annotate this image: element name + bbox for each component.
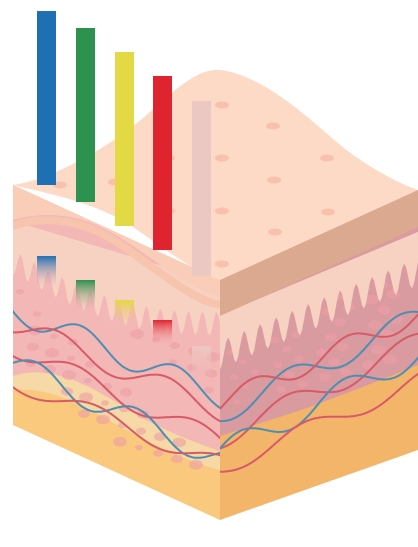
dermis-dot: [371, 345, 385, 355]
dermis-dot: [282, 346, 292, 353]
dermis-dot: [27, 343, 39, 351]
dermis-dot: [337, 343, 349, 351]
pale-light-penetration: [192, 346, 211, 380]
pore: [215, 261, 229, 268]
dermis-dot: [386, 290, 400, 300]
dermis-dot: [50, 333, 58, 339]
dermis-dot: [377, 305, 391, 315]
dermis-dot: [135, 445, 143, 451]
green-light-beam: [76, 28, 95, 202]
pore: [321, 209, 335, 216]
green-light-penetration: [76, 280, 95, 312]
dermis-dot: [383, 355, 397, 365]
red-light-beam: [153, 76, 172, 250]
dermis-dot: [230, 374, 238, 380]
dermis-dot: [270, 336, 280, 343]
dermis-dot: [380, 330, 394, 340]
dermis-dot: [189, 460, 203, 470]
dermis-dot: [101, 400, 109, 406]
dermis-dot: [239, 359, 247, 365]
dermis-dot: [233, 399, 241, 405]
dermis-dot: [84, 378, 92, 384]
dermis-dot: [273, 361, 283, 368]
dermis-dot: [319, 373, 331, 381]
dermis-dot: [276, 386, 286, 393]
blue-light-beam: [37, 11, 56, 185]
dermis-dot: [294, 356, 304, 363]
red-light-penetration: [153, 320, 172, 346]
dermis-dot: [120, 388, 132, 396]
pale-light-beam: [192, 101, 211, 276]
pore: [266, 123, 280, 130]
dermis-dot: [251, 369, 259, 375]
dermis-dot: [67, 356, 75, 362]
dermis-dot: [45, 348, 59, 358]
pore: [320, 155, 334, 162]
dermis-dot: [33, 311, 41, 317]
dermis-dot: [340, 368, 352, 376]
pore: [215, 208, 229, 215]
dermis-dot: [96, 415, 110, 425]
blue-light-penetration: [37, 256, 56, 288]
dermis-dot: [297, 381, 307, 388]
pore: [267, 177, 281, 184]
dermis-dot: [62, 370, 76, 380]
dermis-dot: [113, 437, 127, 447]
dermis-dot: [328, 358, 340, 366]
dermis-dot: [334, 318, 346, 326]
dermis-dot: [325, 333, 337, 341]
dermis-dot: [368, 320, 382, 330]
dermis-dot: [153, 450, 163, 457]
dermis-dot: [171, 455, 183, 463]
pore: [215, 155, 229, 162]
pore: [268, 229, 282, 236]
pore: [215, 102, 229, 109]
dermis-dot: [136, 428, 146, 435]
dermis-dot: [16, 289, 24, 295]
yellow-light-penetration: [115, 300, 134, 328]
dermis-dot: [285, 371, 295, 378]
yellow-light-beam: [115, 52, 134, 226]
dermis-dot: [130, 329, 144, 339]
dermis-dot: [204, 387, 214, 394]
